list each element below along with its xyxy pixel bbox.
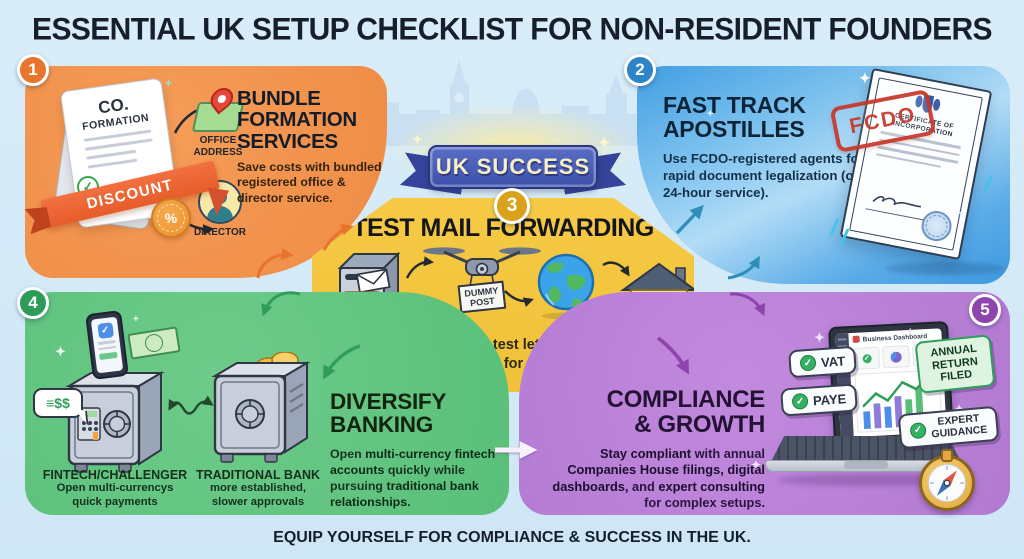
- formation-body: Save costs with bundled registered offic…: [237, 159, 382, 205]
- office-label-line1: OFFICE: [199, 135, 237, 146]
- director-label: DIRECTOR: [193, 227, 247, 238]
- fintech-safe-icon: [65, 371, 165, 473]
- apostilles-heading: FAST TRACK APOSTILLES: [663, 92, 806, 142]
- section-banking: ✓ ≡$$ FINTECH/CHALLENGER Open multi-curr…: [25, 292, 509, 515]
- step-badge-5: 5: [969, 294, 1001, 326]
- check-icon: ✓: [791, 392, 809, 410]
- pie-chart-icon: [890, 350, 902, 363]
- drone-sign-line1: DUMMY: [464, 285, 499, 298]
- section-apostilles: FAST TRACK APOSTILLES Use FCDO-registere…: [637, 66, 1010, 284]
- phone-icon: ✓: [85, 310, 129, 380]
- drone-icon: DUMMY POST: [423, 247, 541, 314]
- apostilles-text: FAST TRACK APOSTILLES Use FCDO-registere…: [663, 92, 881, 201]
- traditional-label: TRADITIONAL BANK: [195, 468, 321, 482]
- banking-body: Open multi-currency fintech accounts qui…: [330, 446, 496, 510]
- formation-text: BUNDLE FORMATION SERVICES Save costs wit…: [237, 88, 383, 206]
- certificate-icon: CERTIFICATE OF INCORPORATION: [839, 67, 993, 261]
- ribbon-tail-icon: [25, 204, 52, 234]
- arrow-between-safes: [168, 395, 214, 415]
- arrow-orange-to-yellow: [322, 223, 354, 251]
- certificate-shadow: [885, 262, 1005, 275]
- arrow-green-to-purple: [495, 441, 538, 459]
- arrow-globe-to-house: [602, 261, 630, 277]
- arrow-yellow-to-blue: [675, 205, 704, 235]
- step-badge-2: 2: [624, 54, 656, 86]
- speedline-icon: [829, 218, 840, 236]
- sparkle-icon: ✦: [55, 344, 66, 359]
- page-title: ESSENTIAL UK SETUP CHECKLIST FOR NON-RES…: [32, 12, 993, 47]
- banking-text: DIVERSIFY BANKING Open multi-currency fi…: [330, 390, 506, 510]
- annual-return-tag: ANNUAL RETURN FILED: [914, 334, 996, 394]
- step-badge-1: 1: [17, 54, 49, 86]
- formation-illustration: CO. FORMATION ✓ DISCOUNT %: [39, 77, 239, 266]
- seal-icon: [918, 208, 955, 244]
- percent-rosette-icon: %: [151, 198, 191, 238]
- banking-heading: DIVERSIFY BANKING: [330, 389, 447, 438]
- vat-label: VAT: [820, 352, 846, 370]
- vat-tag: ✓ VAT: [788, 345, 857, 379]
- compliance-text: COMPLIANCE & GROWTH Stay compliant with …: [537, 386, 766, 511]
- dashboard-logo-icon: [852, 335, 860, 343]
- compass-icon: [919, 455, 975, 511]
- section-formation: CO. FORMATION ✓ DISCOUNT % OFFICE ADDRES…: [25, 66, 387, 278]
- arrow-yellow-to-purple: [656, 336, 690, 375]
- fintech-label: FINTECH/CHALLENGER: [42, 468, 188, 482]
- check-icon: ✓: [909, 421, 927, 439]
- footer-tagline: EQUIP YOURSELF FOR COMPLIANCE & SUCCESS …: [273, 529, 751, 546]
- speedline-icon: [983, 174, 994, 192]
- arrow-curl-purple: [729, 292, 765, 317]
- apostilles-body: Use FCDO-registered agents for rapid doc…: [663, 150, 878, 200]
- step-badge-4: 4: [17, 287, 49, 319]
- arrow-yellow-to-green: [323, 344, 361, 380]
- percent-label: %: [157, 204, 185, 232]
- arrow-curl-orange: [256, 248, 294, 279]
- signature-icon: [872, 196, 922, 208]
- traditional-safe-icon: [211, 352, 311, 463]
- laptop-touchpad: [844, 461, 888, 469]
- arrow-curl-teal: [727, 255, 760, 280]
- arrow-curl-green: [261, 291, 301, 317]
- arrow-drone-to-globe: [504, 290, 534, 308]
- check-icon: ✓: [862, 353, 872, 363]
- banner-label: UK SUCCESS: [428, 145, 598, 189]
- office-label-line2: ADDRESS: [193, 146, 243, 158]
- office-address-item: OFFICE ADDRESS: [179, 83, 257, 158]
- compliance-body: Stay compliant with annual Companies Hou…: [552, 445, 765, 511]
- paye-label: PAYE: [812, 390, 847, 408]
- arrow-mailbox-to-drone: [405, 256, 435, 279]
- bubble-label: ≡$$: [46, 395, 70, 411]
- laptop-shadow: [777, 474, 957, 486]
- sparkle-icon: +: [133, 314, 139, 325]
- money-speech-bubble: ≡$$: [33, 388, 83, 418]
- drone-sign-line2: POST: [470, 296, 496, 309]
- globe-icon: [537, 253, 595, 320]
- formation-heading: BUNDLE FORMATION SERVICES: [237, 87, 357, 153]
- compliance-heading: COMPLIANCE & GROWTH: [606, 386, 766, 438]
- paye-tag: ✓ PAYE: [780, 383, 859, 417]
- check-icon: ✓: [799, 354, 817, 372]
- section-compliance: COMPLIANCE & GROWTH Stay compliant with …: [519, 292, 1010, 515]
- step-badge-3: 3: [494, 188, 530, 224]
- cash-icon: [127, 326, 181, 360]
- traditional-label-block: TRADITIONAL BANK more established,slower…: [183, 468, 333, 509]
